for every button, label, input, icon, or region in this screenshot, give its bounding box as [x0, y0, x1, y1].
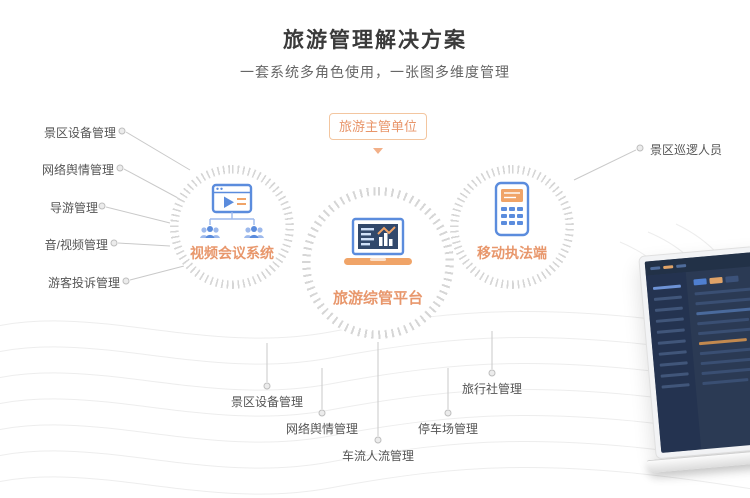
bottom-label-opinion: 网络舆情管理: [285, 422, 358, 436]
bottom-label-traffic: 车流人流管理: [341, 449, 414, 463]
management-platform-laptop-icon: [302, 217, 454, 269]
mobile-enforcement-device-icon: [450, 181, 574, 237]
bottom-label-parking: 停车场管理: [417, 422, 478, 436]
left-label-complaint: 游客投诉管理: [47, 276, 120, 290]
dashboard-preview: [644, 251, 750, 453]
circle-video-label: 视频会议系统: [190, 245, 274, 261]
left-label-guide: 导游管理: [49, 201, 98, 215]
page-title: 旅游管理解决方案: [283, 29, 467, 52]
bottom-label-agency: 旅行社管理: [461, 382, 522, 396]
laptop-screen-frame: [638, 244, 750, 460]
video-conference-icon: [170, 183, 294, 241]
left-label-opinion: 网络舆情管理: [41, 163, 114, 177]
circle-platform-label: 旅游综管平台: [332, 290, 423, 307]
circle-management-platform: 旅游综管平台: [302, 187, 454, 339]
circle-mobile-enforcement: 移动执法端: [450, 165, 574, 289]
arrow-down-icon: [373, 148, 383, 154]
bottom-label-equipment: 景区设备管理: [230, 395, 303, 409]
left-label-equipment: 景区设备管理: [43, 126, 116, 140]
page-subtitle: 一套系统多角色使用，一张图多维度管理: [240, 64, 510, 80]
circle-mobile-label: 移动执法端: [477, 245, 547, 261]
left-label-av: 音/视频管理: [44, 238, 108, 252]
authority-box: 旅游主管单位: [329, 113, 427, 140]
right-label-patrol: 景区巡逻人员: [650, 143, 723, 157]
circle-video-conference: 视频会议系统: [170, 165, 294, 289]
dashboard-laptop: [638, 244, 750, 488]
